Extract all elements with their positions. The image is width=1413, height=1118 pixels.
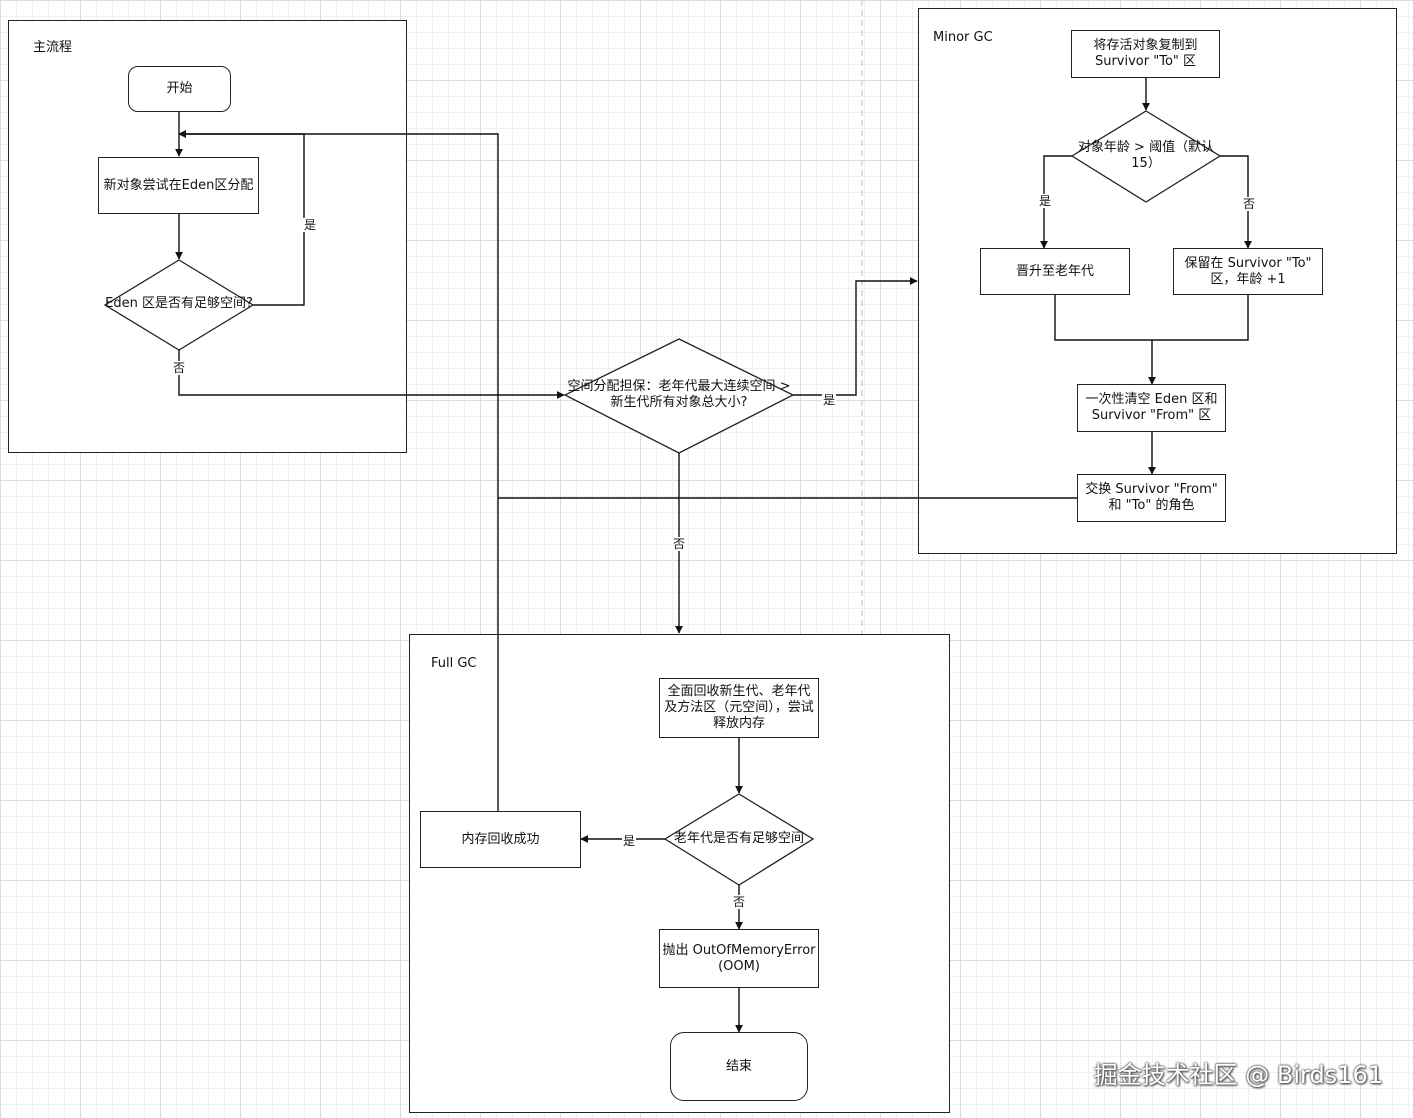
main-flow-title: 主流程 <box>33 40 73 55</box>
clear-eden-from-node: 一次性清空 Eden 区和 Survivor "From" 区 <box>1077 384 1226 432</box>
guarantee-yes-label: 是 <box>822 393 837 407</box>
full-collect-node: 全面回收新生代、老年代及方法区（元空间），尝试释放内存 <box>659 678 819 738</box>
start-node: 开始 <box>128 66 231 112</box>
old-no-label: 否 <box>732 895 747 909</box>
eden-has-space-decision: Eden 区是否有足够空间? <box>105 296 253 311</box>
age-diamond-shape <box>1070 110 1222 203</box>
edge-reclaim-return <box>178 130 499 811</box>
edge-promote-merge <box>1054 294 1249 341</box>
alloc-eden-node: 新对象尝试在Eden区分配 <box>98 157 259 214</box>
watermark: 掘金技术社区 @ Birds161 <box>1093 1061 1383 1089</box>
full-gc-title: Full GC <box>431 656 477 671</box>
eden-yes-label: 是 <box>303 218 318 232</box>
age-no-label: 否 <box>1242 197 1257 211</box>
old-has-space-decision: 老年代是否有足够空间 <box>673 831 804 846</box>
throw-oom-node: 抛出 OutOfMemoryError (OOM) <box>659 929 819 988</box>
eden-no-label: 否 <box>172 361 187 375</box>
edge-guarantee-yes <box>793 277 918 396</box>
guarantee-no-label: 否 <box>672 537 687 551</box>
minor-gc-title: Minor GC <box>933 30 993 45</box>
edge-age-no <box>1220 155 1252 249</box>
age-yes-label: 是 <box>1038 194 1053 208</box>
end-node: 结束 <box>670 1032 808 1101</box>
guarantee-decision: 空间分配担保：老年代最大连续空间 > 新生代所有对象总大小? <box>567 379 791 410</box>
edge-eden-no <box>178 350 565 399</box>
swap-survivor-node: 交换 Survivor "From" 和 "To" 的角色 <box>1077 474 1226 522</box>
old-yes-label: 是 <box>622 834 637 848</box>
promote-old-node: 晋升至老年代 <box>980 248 1130 295</box>
edge-age-yes <box>1040 155 1072 249</box>
memory-reclaimed-node: 内存回收成功 <box>420 811 581 868</box>
copy-to-survivor-node: 将存活对象复制到 Survivor "To" 区 <box>1071 30 1220 78</box>
stay-survivor-node: 保留在 Survivor "To" 区，年龄 +1 <box>1173 248 1323 295</box>
age-threshold-decision: 对象年龄 > 阈值（默认 15） <box>1077 140 1215 171</box>
